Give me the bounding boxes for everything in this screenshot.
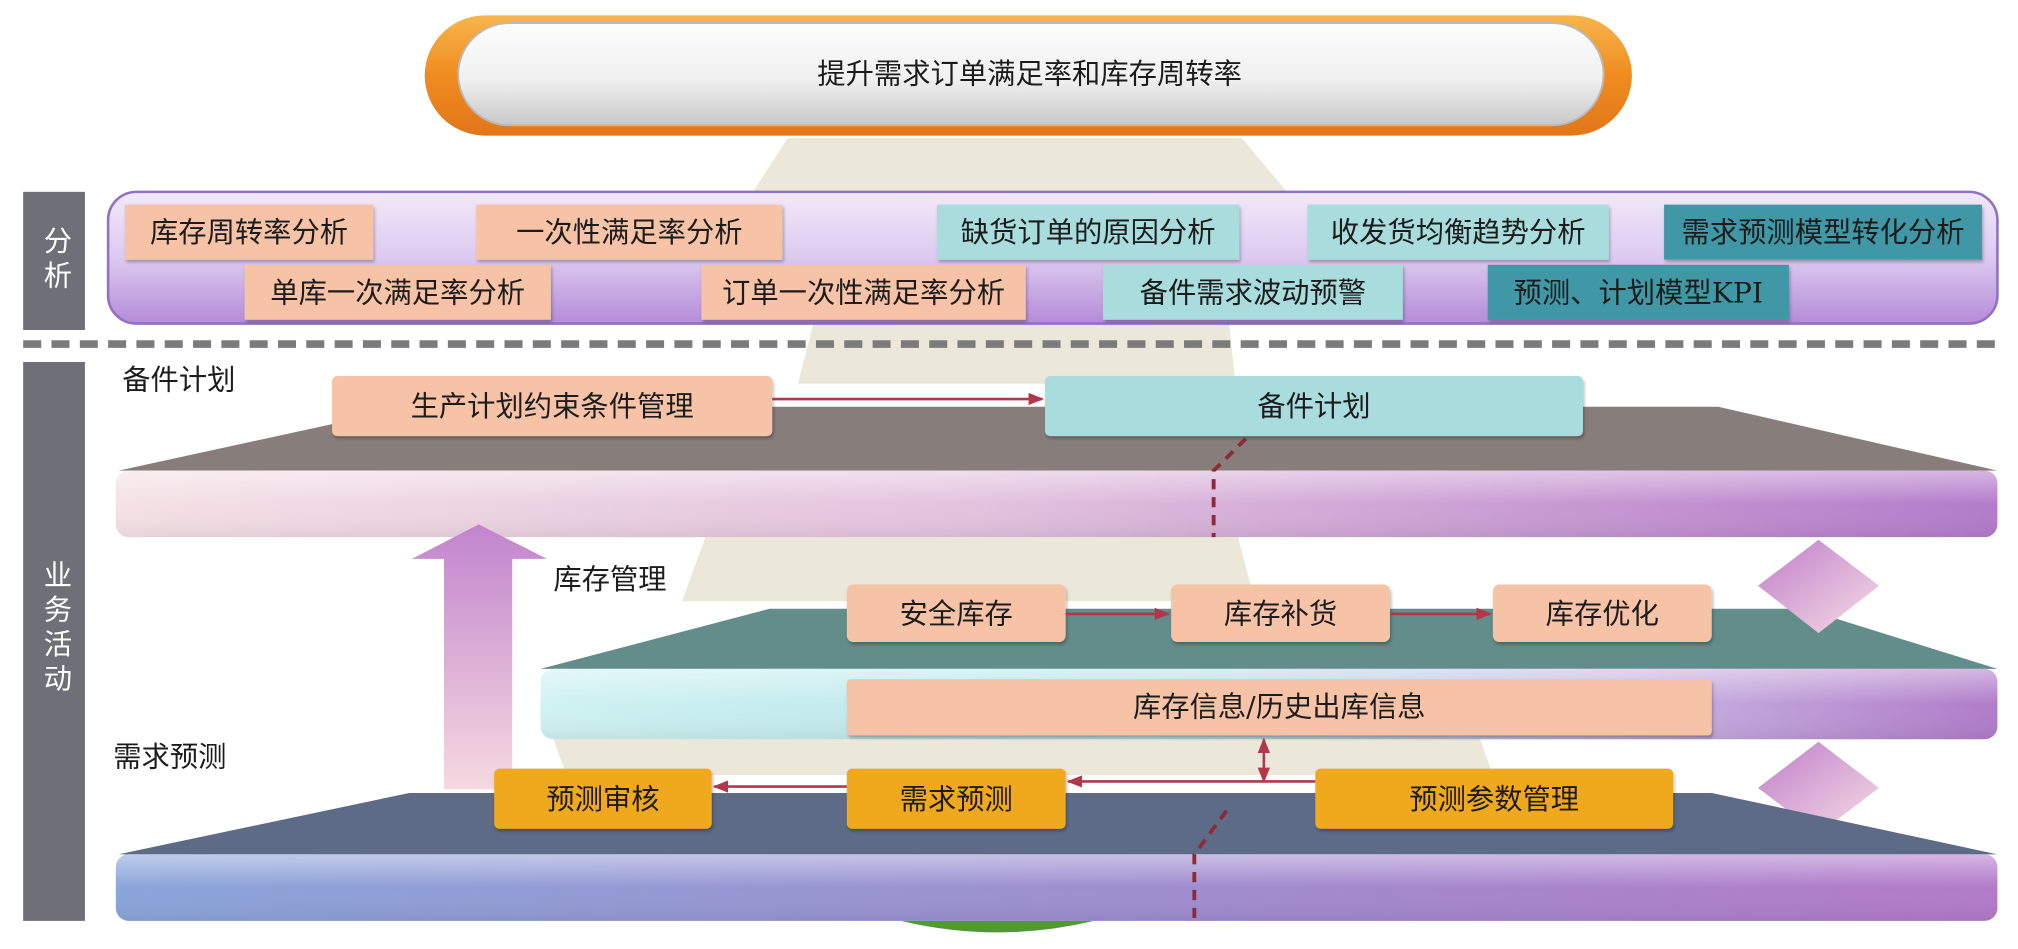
- section-bar-business-activity: 业务活动: [23, 361, 85, 921]
- process-box: 库存补货: [1171, 584, 1390, 643]
- funnel-segment: [797, 323, 1236, 384]
- process-box-label: 库存补货: [1224, 597, 1337, 630]
- upward-arrow: [411, 524, 547, 790]
- analysis-item-box: [1487, 264, 1789, 320]
- process-box: 预测审核: [494, 768, 712, 829]
- funnel-segment: [752, 138, 1287, 192]
- analysis-item-label: 需求预测模型转化分析: [1681, 216, 1964, 249]
- analysis-item-box: [1102, 264, 1403, 320]
- process-box: 安全库存: [846, 584, 1066, 643]
- analysis-item-box: [244, 264, 551, 320]
- goal-banner-pill: [457, 22, 1605, 127]
- platform-label: 备件计划: [122, 363, 235, 396]
- analysis-item: 收发货均衡趋势分析: [1307, 204, 1609, 260]
- process-box-label: 生产计划约束条件管理: [411, 390, 694, 423]
- process-box-shape: [1171, 584, 1390, 643]
- info-box-shape: [846, 679, 1712, 736]
- section-bar-analysis: 分析: [23, 191, 85, 330]
- goal-banner: 提升需求订单满足率和库存周转率: [424, 15, 1632, 136]
- platform-spare-parts-plan: 备件计划 生产计划约束条件管理 备件计划: [115, 363, 1998, 538]
- process-box-shape: [494, 768, 712, 829]
- base-arc: [900, 920, 1094, 933]
- analysis-item-box: [476, 204, 783, 260]
- analysis-item-box: [701, 264, 1026, 320]
- analysis-item-box: [1664, 204, 1982, 260]
- process-box: 需求预测: [846, 768, 1066, 829]
- analysis-item-label: 单库一次满足率分析: [270, 276, 525, 309]
- process-box-shape: [1045, 376, 1583, 437]
- analysis-item-box: [936, 204, 1240, 260]
- link-dashed-line: [1211, 437, 1248, 538]
- process-box-shape: [846, 768, 1066, 829]
- info-box-label: 库存信息/历史出库信息: [1133, 691, 1426, 724]
- process-box-shape: [332, 376, 773, 437]
- platform-front-shine: [115, 854, 1998, 921]
- analysis-item-label: 收发货均衡趋势分析: [1331, 216, 1586, 249]
- process-box-label: 预测审核: [546, 783, 659, 816]
- process-box-label: 库存优化: [1546, 597, 1659, 630]
- goal-text: 提升需求订单满足率和库存周转率: [817, 58, 1242, 91]
- analysis-item-label: 订单一次性满足率分析: [722, 276, 1005, 309]
- process-box-label: 备件计划: [1257, 390, 1370, 423]
- platform-label: 需求预测: [113, 741, 226, 774]
- process-box-label: 安全库存: [900, 597, 1013, 630]
- process-box: 备件计划: [1045, 376, 1583, 437]
- analysis-item: 一次性满足率分析: [476, 204, 783, 260]
- analysis-item: 缺货订单的原因分析: [936, 204, 1240, 260]
- analysis-item-label: 预测、计划模型KPI: [1514, 276, 1764, 309]
- platform-label: 库存管理: [553, 563, 666, 596]
- process-box-label: 预测参数管理: [1409, 783, 1579, 816]
- process-box-shape: [1315, 768, 1674, 829]
- info-box: 库存信息/历史出库信息: [846, 679, 1712, 736]
- analysis-item: 需求预测模型转化分析: [1664, 204, 1982, 260]
- analysis-item: 备件需求波动预警: [1102, 264, 1403, 320]
- funnel-segment: [682, 537, 1255, 602]
- process-box-shape: [1492, 584, 1712, 643]
- process-box: 预测参数管理: [1315, 768, 1674, 829]
- section-label-business-activity: 业务活动: [38, 559, 71, 698]
- analysis-item-label: 缺货订单的原因分析: [961, 216, 1216, 249]
- platform-demand-forecast: 需求预测 预测审核 需求预测 预测参数管理: [113, 737, 1998, 921]
- analysis-item: 订单一次性满足率分析: [701, 264, 1026, 320]
- analysis-item-box: [124, 204, 374, 260]
- process-box: 库存优化: [1492, 584, 1712, 643]
- link-dashed-line: [1192, 809, 1229, 921]
- analysis-item: 库存周转率分析: [124, 204, 374, 260]
- platform-front-shine: [115, 470, 1998, 538]
- analysis-item-label: 备件需求波动预警: [1140, 276, 1366, 309]
- section-label-analysis: 分析: [38, 226, 71, 296]
- analysis-item-label: 一次性满足率分析: [516, 216, 742, 249]
- analysis-item: 预测、计划模型KPI: [1487, 264, 1789, 320]
- process-box-shape: [846, 584, 1066, 643]
- process-box: 生产计划约束条件管理: [332, 376, 773, 437]
- analysis-item: 单库一次满足率分析: [244, 264, 551, 320]
- diamond-marker: [1758, 539, 1880, 634]
- analysis-item-box: [1307, 204, 1609, 260]
- analysis-item-label: 库存周转率分析: [150, 216, 348, 249]
- platform-inventory-management: 库存管理 库存信息/历史出库信息 安全库存 库存补货 库存优化: [540, 563, 1998, 740]
- analysis-panel: 库存周转率分析 一次性满足率分析 缺货订单的原因分析 收发货均衡趋势分析 需求预…: [106, 190, 1999, 325]
- process-box-label: 需求预测: [900, 783, 1013, 816]
